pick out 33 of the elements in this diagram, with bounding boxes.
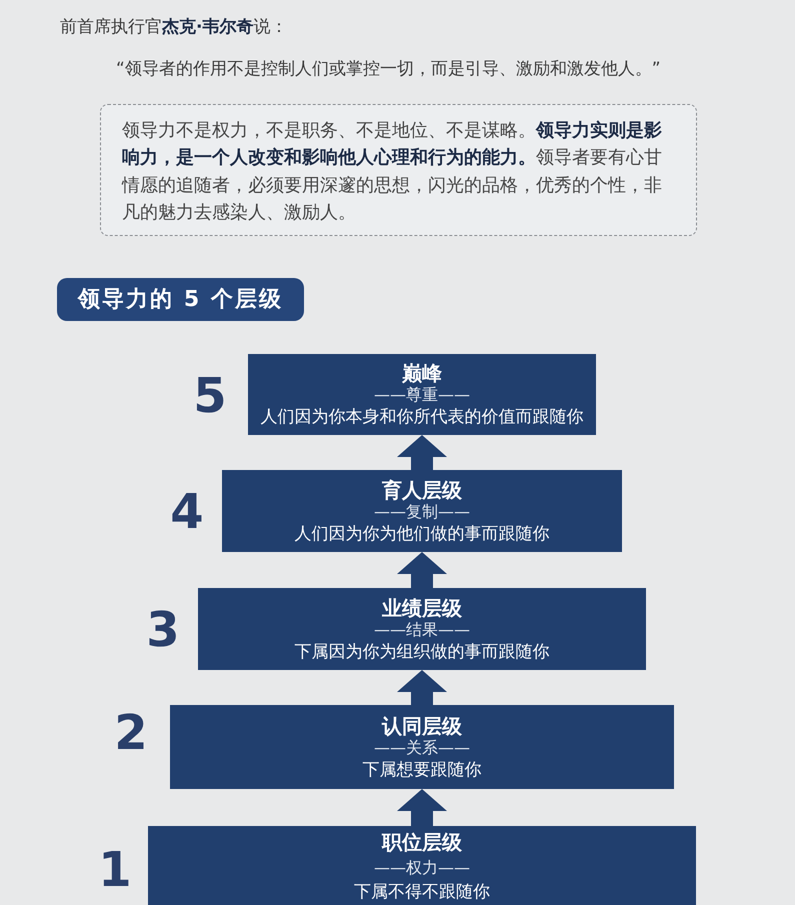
level-keyword: ——关系—— [374,737,470,759]
attribution-line: 前首席执行官杰克·韦尔奇说： [60,16,288,40]
level-box [222,470,622,552]
level-title: 巅峰 [402,362,442,384]
level-keyword: ——权力—— [374,857,470,879]
level-box [198,588,646,670]
level-box [248,354,596,435]
level-number: 5 [193,372,227,420]
quote-text: “领导者的作用不是控制人们或掌控一切，而是引导、激励和激发他人。” [116,58,661,82]
level-title: 业绩层级 [382,597,462,619]
level-description: 下属不得不跟随你 [354,881,490,904]
arrow [397,670,447,705]
arrow [397,435,447,470]
level-keyword: ——复制—— [374,501,470,523]
level-box [148,826,696,905]
level-title: 认同层级 [382,715,462,737]
level-number: 3 [146,606,180,654]
level-keyword: ——结果—— [374,619,470,641]
level-description: 人们因为你为他们做的事而跟随你 [294,523,550,545]
level-description: 下属因为你为组织做的事而跟随你 [294,641,550,663]
level-number: 4 [170,488,204,536]
level-number: 2 [114,709,148,757]
arrow [397,789,447,826]
level-box [170,705,674,789]
heading-banner: 领导力的 5 个层级 [57,278,304,321]
note-box: 领导力不是权力，不是职务、不是地位、不是谋略。领导力实则是影响力，是一个人改变和影响他人心理和行为的能力。领导者要有心甘情愿的追随者，必须要用深邃的思想，闪光的品格，优秀的个性，非凡的魅力去感染人、激励人。 [100,104,697,236]
level-title: 职位层级 [382,830,462,855]
level-description: 人们因为你本身和你所代表的价值而跟随你 [260,406,584,428]
level-number: 1 [98,846,132,894]
level-description: 下属想要跟随你 [362,759,482,781]
level-title: 育人层级 [382,479,462,501]
level-keyword: ——尊重—— [374,384,470,406]
arrow [397,552,447,588]
